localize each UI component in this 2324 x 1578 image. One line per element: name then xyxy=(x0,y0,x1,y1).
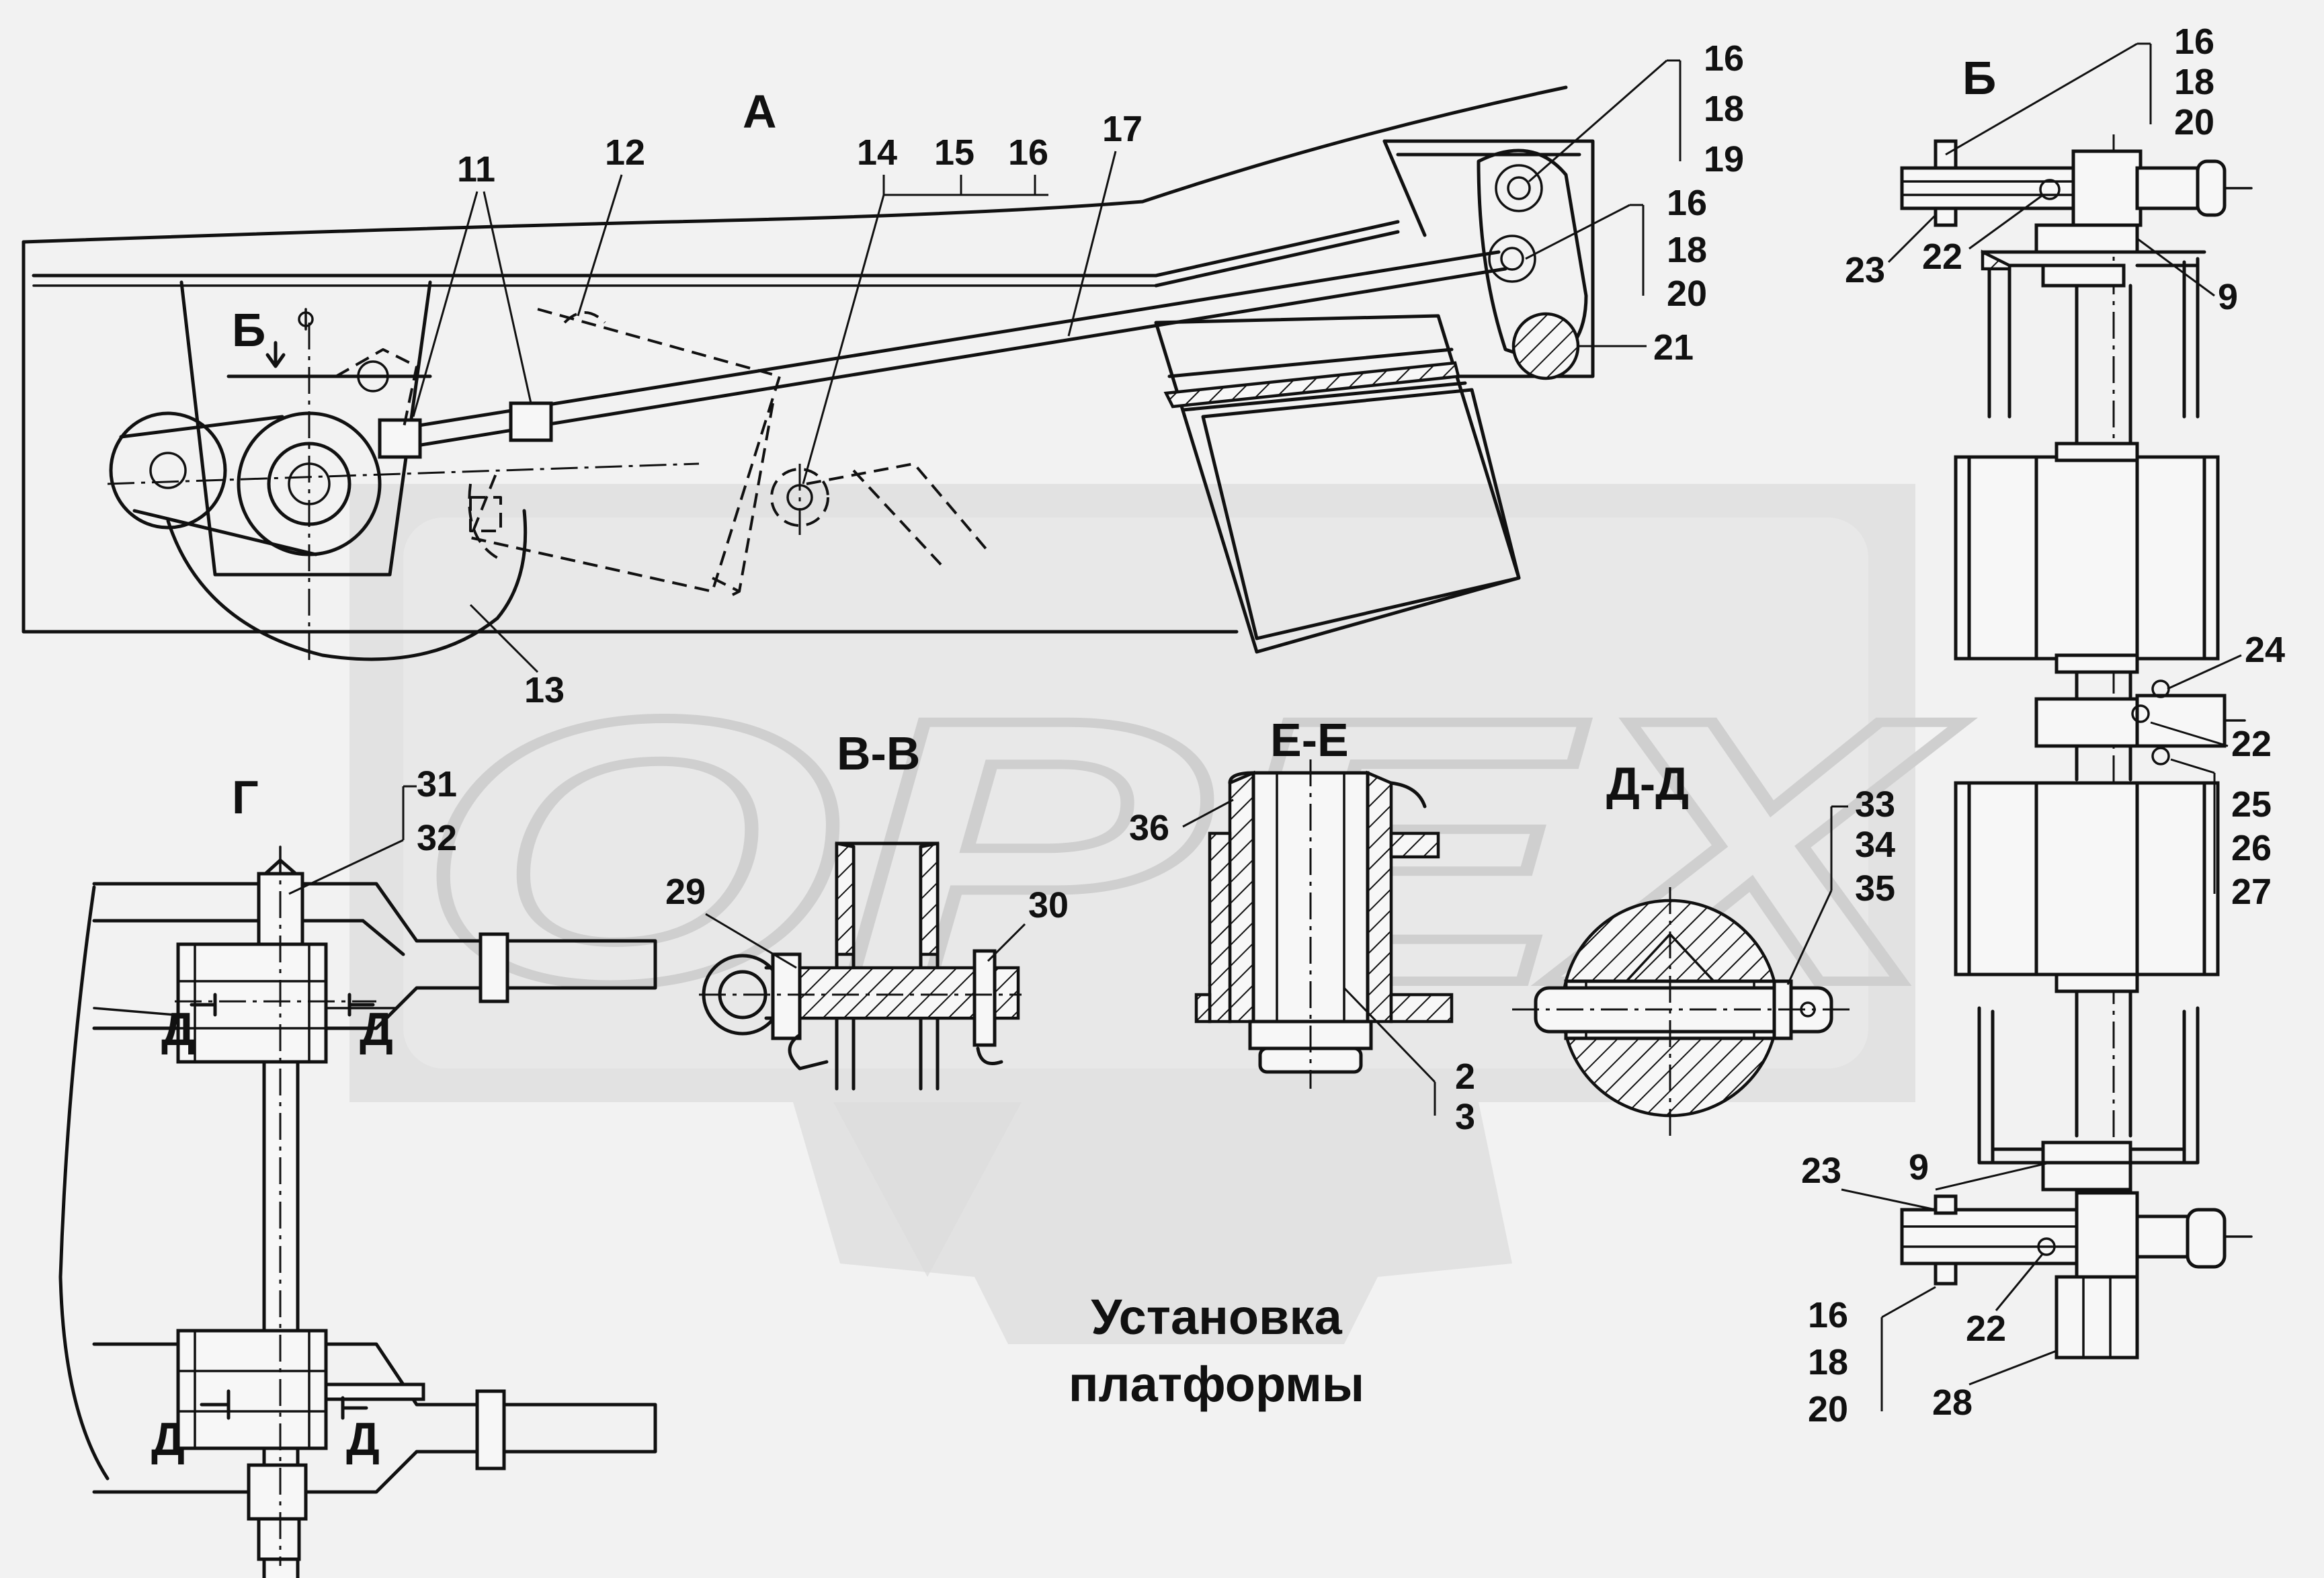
callout-r28: 28 xyxy=(1932,1382,1973,1423)
view-g-label: Г xyxy=(232,771,259,823)
callout-r24: 24 xyxy=(2245,630,2285,670)
callout-29: 29 xyxy=(665,872,706,912)
title-line-1: Установка xyxy=(1091,1289,1342,1345)
callout-r22-top: 22 xyxy=(1922,237,1962,277)
view-b-callouts: 16 18 20 23 22 9 24 22 25 26 27 23 9 22 … xyxy=(1801,22,2285,1429)
view-g-section-markers: Д Д Д Д xyxy=(151,993,393,1465)
callout-r23-top: 23 xyxy=(1845,250,1885,290)
callout-32: 32 xyxy=(417,818,457,858)
callout-35: 35 xyxy=(1855,868,1895,909)
callout-r26: 26 xyxy=(2231,828,2272,868)
callout-15: 15 xyxy=(934,132,974,173)
callout-11: 11 xyxy=(457,149,495,190)
section-dd-drawing xyxy=(1512,887,1855,1136)
section-vv-callouts: 29 30 xyxy=(665,872,1069,969)
callout-14: 14 xyxy=(857,132,897,173)
view-a-label: А xyxy=(743,85,777,138)
callout-r20-bottom: 20 xyxy=(1808,1389,1848,1429)
callout-18-b: 18 xyxy=(1704,89,1744,129)
callout-r18-bottom: 18 xyxy=(1808,1342,1848,1382)
callout-30: 30 xyxy=(1028,885,1069,925)
section-marker-d-2: Д xyxy=(360,1003,393,1055)
view-g-drawing xyxy=(58,845,657,1578)
callout-13: 13 xyxy=(524,670,565,710)
callout-17: 17 xyxy=(1102,109,1143,149)
callout-36: 36 xyxy=(1129,808,1169,848)
callout-34: 34 xyxy=(1855,825,1895,865)
section-marker-d-1: Д xyxy=(161,1003,195,1055)
section-vv-drawing xyxy=(699,841,1022,1091)
callout-r27: 27 xyxy=(2231,872,2272,912)
callout-16-top: 16 xyxy=(1008,132,1048,173)
callout-31: 31 xyxy=(417,764,457,804)
callout-r9-bottom: 9 xyxy=(1909,1147,1929,1188)
callout-3: 3 xyxy=(1455,1097,1475,1137)
view-b-arrow-label: Б xyxy=(232,304,265,356)
view-a-callouts: 11 12 13 14 15 16 17 16 18 19 16 18 20 2… xyxy=(412,38,1744,710)
view-b-shaft xyxy=(1900,134,2253,1360)
callout-16-c: 16 xyxy=(1667,183,1707,223)
view-b-arrow: Б xyxy=(232,304,314,368)
section-ee-label: Е-Е xyxy=(1270,714,1349,766)
callout-r22-bottom: 22 xyxy=(1966,1309,2006,1349)
callout-2: 2 xyxy=(1455,1056,1475,1097)
callout-12: 12 xyxy=(605,132,645,173)
callout-18-c: 18 xyxy=(1667,230,1707,270)
callout-r16-top: 16 xyxy=(2174,22,2214,62)
view-a-frame xyxy=(22,85,1595,665)
callout-16-b: 16 xyxy=(1704,38,1744,79)
section-ee-callouts: 36 2 3 xyxy=(1129,798,1475,1137)
callout-r20-top: 20 xyxy=(2174,102,2214,142)
view-b-label: Б xyxy=(1962,52,1996,104)
callout-19-b: 19 xyxy=(1704,139,1744,179)
watermark-gear xyxy=(349,484,1915,1344)
section-dd-label: Д-Д xyxy=(1606,757,1689,810)
section-dd-callouts: 33 34 35 xyxy=(1786,784,1895,985)
view-g-callouts: 31 32 xyxy=(288,764,457,895)
callout-33: 33 xyxy=(1855,784,1895,825)
callout-r9-top: 9 xyxy=(2218,277,2238,317)
title-line-2: платформы xyxy=(1069,1356,1364,1412)
section-vv-label: В-В xyxy=(837,727,920,780)
callout-21: 21 xyxy=(1653,327,1694,368)
callout-r18-top: 18 xyxy=(2174,62,2214,102)
section-marker-d-4: Д xyxy=(346,1413,380,1465)
callout-20-c: 20 xyxy=(1667,274,1707,314)
section-ee-drawing xyxy=(1194,759,1454,1089)
drawing-title: Установка платформы xyxy=(1069,1289,1364,1412)
callout-r22-mid: 22 xyxy=(2231,724,2272,764)
section-marker-d-3: Д xyxy=(151,1413,185,1465)
callout-r23-bottom: 23 xyxy=(1801,1151,1841,1191)
callout-r16-bottom: 16 xyxy=(1808,1295,1848,1335)
callout-r25: 25 xyxy=(2231,784,2272,825)
